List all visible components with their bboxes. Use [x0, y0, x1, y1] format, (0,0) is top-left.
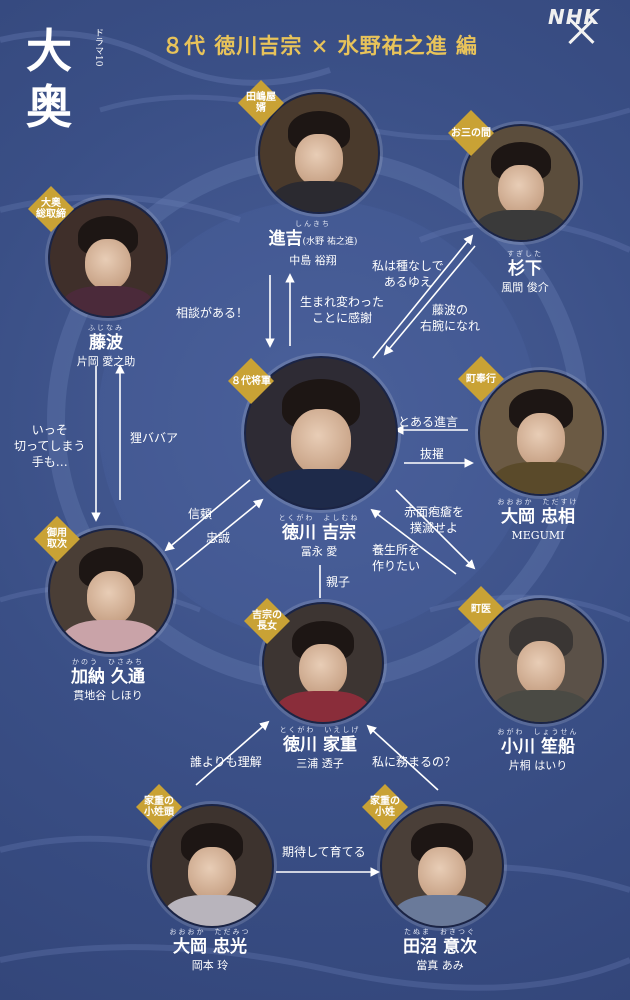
- relation-kitai: 期待して育てる: [282, 845, 366, 859]
- portrait-ieshige: [262, 602, 384, 724]
- logo-char-2: 奥: [26, 80, 72, 134]
- portrait-sugishita: [462, 124, 580, 242]
- role-badge-sugishita: お三の間: [448, 110, 494, 156]
- portrait-shosen: [478, 598, 604, 724]
- relation-battaku: 抜擢: [420, 447, 445, 461]
- name-sugishita: すぎした 杉下 風間 俊介: [501, 250, 549, 294]
- relation-yojosho: 養生所を 作りたい: [372, 543, 421, 573]
- relation-fujinami-ude: 藤波の 右腕になれ: [420, 303, 481, 333]
- name-tadasuke: おおおか ただすけ 大岡 忠相 MEGUMI: [497, 498, 579, 542]
- arrow-yoshimune-shosen: [395, 489, 476, 570]
- relation-umarekawatta: 生まれ変わった ことに感謝: [300, 295, 385, 325]
- portrait-hisamichi: [48, 528, 174, 654]
- drama-logo: 大 奥 ドラマ10: [26, 26, 106, 156]
- relation-soudan: 相談がある！: [176, 306, 249, 320]
- role-badge-fujinami: 大奥 総取締: [28, 186, 74, 232]
- role-badge-shosen: 町医: [458, 586, 504, 632]
- name-okitsugu: たぬま おきつぐ 田沼 意次 當真 あみ: [403, 928, 477, 972]
- portrait-okitsugu: [380, 804, 504, 928]
- arrow-tadamitsu-ieshige: [195, 720, 270, 786]
- relation-chusei: 忠誠: [206, 531, 231, 545]
- relation-oyako: 親子: [326, 575, 351, 589]
- relation-isso: いっそ 切ってしまう 手も…: [14, 423, 86, 469]
- close-icon[interactable]: [566, 16, 596, 46]
- arrow-shosen-yoshimune: [370, 508, 457, 575]
- logo-subtitle: ドラマ10: [93, 28, 103, 67]
- role-badge-okitsugu: 家重の 小姓: [362, 784, 408, 830]
- name-ieshige: とくがわ いえしげ 徳川 家重 三浦 透子: [279, 726, 361, 770]
- role-badge-hisamichi: 御用 取次: [34, 516, 80, 562]
- role-badge-tadamitsu: 家重の 小姓頭: [136, 784, 182, 830]
- relation-dare-yori: 誰よりも理解: [190, 755, 262, 769]
- portrait-tadasuke: [478, 370, 604, 496]
- arrow-yoshimune-sugishita: [372, 234, 474, 359]
- arrow-sugishita-yoshimune: [383, 245, 476, 356]
- logo-char-1: 大: [26, 24, 72, 78]
- name-tadamitsu: おおおか ただみつ 大岡 忠光 岡本 玲: [169, 928, 251, 972]
- page-title: ８代 徳川吉宗 × 水野祐之進 編: [162, 33, 478, 58]
- relation-tanuki: 狸ババア: [130, 431, 179, 445]
- role-badge-ieshige: 吉宗の 長女: [244, 598, 290, 644]
- name-shinkichi: しんきち 進吉(水野 祐之進) 中島 裕翔: [268, 220, 358, 267]
- name-shosen: おがわ しょうせん 小川 笙船 片桐 はいり: [497, 728, 579, 772]
- relation-tanenashi: 私は種なしで あるゆえ: [372, 259, 444, 289]
- role-badge-tadasuke: 町奉行: [458, 356, 504, 402]
- portrait-yoshimune: [244, 356, 398, 510]
- role-badge-yoshimune: ８代将軍: [228, 358, 274, 404]
- relation-aru-shingen: とある進言: [398, 415, 459, 429]
- name-yoshimune: とくがわ よしむね 徳川 吉宗 冨永 愛: [278, 514, 360, 558]
- portrait-shinkichi: [258, 92, 380, 214]
- portrait-fujinami: [48, 198, 168, 318]
- relation-shinrai: 信頼: [188, 507, 213, 521]
- relation-watashi-ni: 私に務まるの？: [372, 755, 457, 769]
- relation-akazura: 赤面疱瘡を 撲滅せよ: [404, 505, 465, 535]
- name-hisamichi: かのう ひさみち 加納 久通 貫地谷 しほり: [71, 658, 145, 702]
- arrow-hisamichi-yoshimune: [175, 498, 264, 571]
- arrow-yoshimune-hisamichi: [164, 479, 251, 552]
- portrait-tadamitsu: [150, 804, 274, 928]
- role-badge-shinkichi: 田嶋屋 婿: [238, 80, 284, 126]
- name-fujinami: ふじなみ 藤波 片岡 愛之助: [76, 324, 136, 368]
- arrow-okitsugu-ieshige: [366, 724, 439, 791]
